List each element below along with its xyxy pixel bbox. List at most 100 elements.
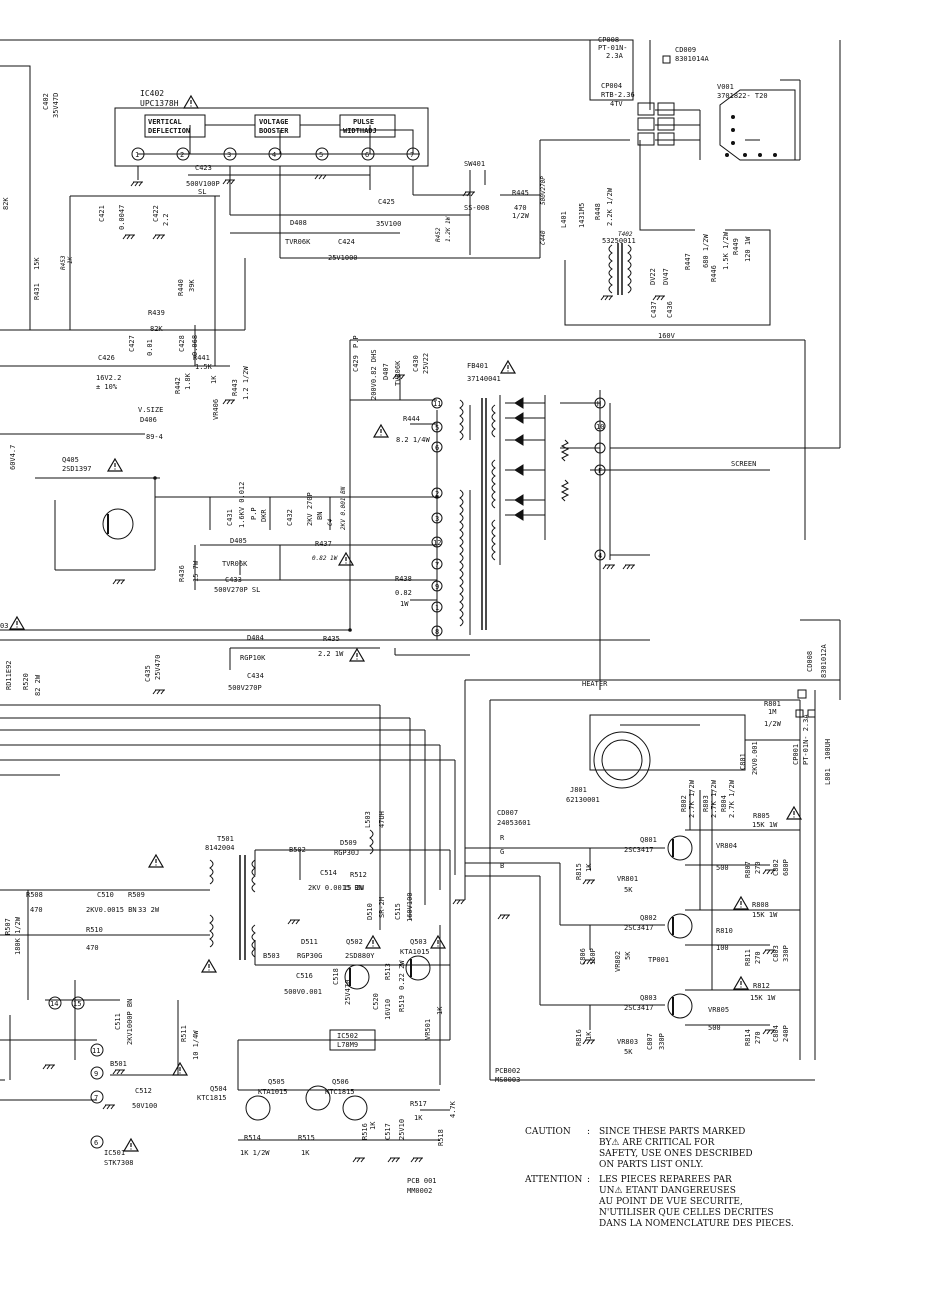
svg-text:47UH: 47UH (378, 811, 386, 828)
svg-text:2SC3417: 2SC3417 (624, 846, 654, 854)
svg-text:RTB-2.36: RTB-2.36 (601, 91, 635, 99)
svg-text:15K: 15K (33, 257, 41, 270)
svg-text:CP004: CP004 (601, 82, 622, 90)
fbt-pin-label: H (597, 400, 601, 408)
svg-text:0.82 1W: 0.82 1W (312, 555, 339, 562)
svg-text:KTA1015: KTA1015 (400, 948, 430, 956)
svg-text:14: 14 (50, 1000, 58, 1008)
fbt-pin-label: 4 (598, 552, 602, 560)
svg-text:R452: R452 (435, 227, 442, 242)
svg-text:B501: B501 (110, 1060, 127, 1068)
svg-text:R440: R440 (177, 279, 185, 296)
ic402-part: UPC1378H (140, 99, 179, 108)
svg-text:C807: C807 (646, 1033, 654, 1050)
svg-text:82K: 82K (2, 197, 10, 210)
svg-text:500V270P: 500V270P (228, 684, 262, 692)
svg-text:53250011: 53250011 (602, 237, 636, 245)
svg-text:89-4: 89-4 (146, 433, 163, 441)
svg-text:200V0.82 DHS: 200V0.82 DHS (370, 349, 378, 400)
svg-text:G: G (500, 848, 504, 856)
svg-text:1.5K: 1.5K (195, 363, 213, 371)
svg-text:R518: R518 (437, 1129, 445, 1146)
svg-text:FB401: FB401 (467, 362, 488, 370)
svg-text:R442: R442 (174, 377, 182, 394)
svg-text:500V270P SL: 500V270P SL (214, 586, 260, 594)
attention-line: DANS LA NOMENCLATURE DES PIECES. (599, 1219, 794, 1229)
svg-text:PCB002: PCB002 (495, 1067, 520, 1075)
svg-text:100UH: 100UH (824, 739, 832, 760)
svg-text:25V470: 25V470 (154, 655, 162, 680)
svg-text:R513: R513 (384, 963, 392, 980)
fbt-pin-label: 1 (435, 604, 439, 612)
svg-text:4: 4 (272, 151, 276, 159)
svg-text:C512: C512 (135, 1087, 152, 1095)
svg-text:240P: 240P (782, 1025, 790, 1042)
svg-text:C422: C422 (152, 205, 160, 222)
svg-text:500: 500 (716, 864, 729, 872)
svg-text:R507: R507 (4, 918, 12, 935)
svg-text:150P: 150P (589, 948, 597, 965)
svg-text:R508: R508 (26, 891, 43, 899)
svg-text:C802: C802 (772, 859, 780, 876)
ic402-block-label: DEFLECTION (148, 127, 190, 135)
svg-text:R815: R815 (575, 863, 583, 880)
svg-text:R512: R512 (350, 871, 367, 879)
caution-line: SAFETY, USE ONES DESCRIBED (599, 1149, 753, 1159)
fbt-pin-label: 2 (435, 490, 439, 498)
svg-text:KTC1815: KTC1815 (197, 1094, 227, 1102)
svg-text:1K: 1K (301, 1149, 310, 1157)
svg-text:CD007: CD007 (497, 809, 518, 817)
fbt-pin-label: 8 (435, 628, 439, 636)
ground-symbols (42, 174, 776, 1163)
svg-text:C427: C427 (128, 335, 136, 352)
svg-text:D405: D405 (230, 537, 247, 545)
svg-text:R453: R453 (60, 255, 67, 270)
svg-text:C425: C425 (378, 198, 395, 206)
svg-text:R511: R511 (180, 1025, 188, 1042)
svg-text:03: 03 (0, 622, 8, 630)
svg-text:5K: 5K (624, 1048, 633, 1056)
connector-blocks (593, 55, 816, 789)
svg-text:1.2 1/2W: 1.2 1/2W (242, 365, 250, 400)
svg-text:C429: C429 (352, 355, 360, 372)
caution-line: BY⚠ ARE CRITICAL FOR (599, 1138, 715, 1148)
svg-text:2KV0.0015 BN: 2KV0.0015 BN (86, 906, 137, 914)
svg-text:2.7K 1/2W: 2.7K 1/2W (688, 779, 696, 818)
svg-text:C440: C440 (540, 230, 547, 245)
svg-text:R514: R514 (244, 1134, 261, 1142)
svg-text:VR805: VR805 (708, 1006, 729, 1014)
svg-text:L801: L801 (824, 768, 832, 785)
svg-text:HEATER: HEATER (582, 680, 608, 688)
svg-text:62130001: 62130001 (566, 796, 600, 804)
svg-text:5K: 5K (624, 951, 632, 960)
svg-text:R812: R812 (753, 982, 770, 990)
svg-text:4TV: 4TV (610, 100, 623, 108)
svg-text:4.7K: 4.7K (449, 1100, 457, 1118)
svg-text:15 7W: 15 7W (192, 560, 200, 582)
svg-text:R802: R802 (680, 795, 688, 812)
svg-text:D510: D510 (366, 903, 374, 920)
ic402-blocks (131, 114, 420, 161)
svg-text:C804: C804 (772, 1025, 780, 1042)
fbt-pin-label: 7 (435, 561, 439, 569)
svg-text:SW401: SW401 (464, 160, 485, 168)
svg-text:J801: J801 (570, 786, 587, 794)
svg-text:1K: 1K (67, 256, 74, 264)
svg-text:C806: C806 (579, 948, 587, 965)
svg-text:0.82: 0.82 (395, 589, 412, 597)
fbt-pin-label: F (598, 467, 602, 475)
svg-text:60V4.7: 60V4.7 (9, 445, 17, 470)
svg-text:DKR: DKR (260, 509, 268, 522)
svg-text:1K: 1K (436, 1006, 444, 1015)
svg-text:D404: D404 (247, 634, 264, 642)
svg-text:Q405: Q405 (62, 456, 79, 464)
svg-text:C434: C434 (247, 672, 264, 680)
svg-text:Q802: Q802 (640, 914, 657, 922)
svg-text:35V100: 35V100 (376, 220, 401, 228)
svg-text:1K: 1K (585, 1031, 593, 1040)
svg-text:C515: C515 (394, 903, 402, 920)
svg-text:R439: R439 (148, 309, 165, 317)
svg-text:R517: R517 (410, 1100, 427, 1108)
svg-text:P.P: P.P (352, 335, 360, 348)
svg-text:VR804: VR804 (716, 842, 737, 850)
